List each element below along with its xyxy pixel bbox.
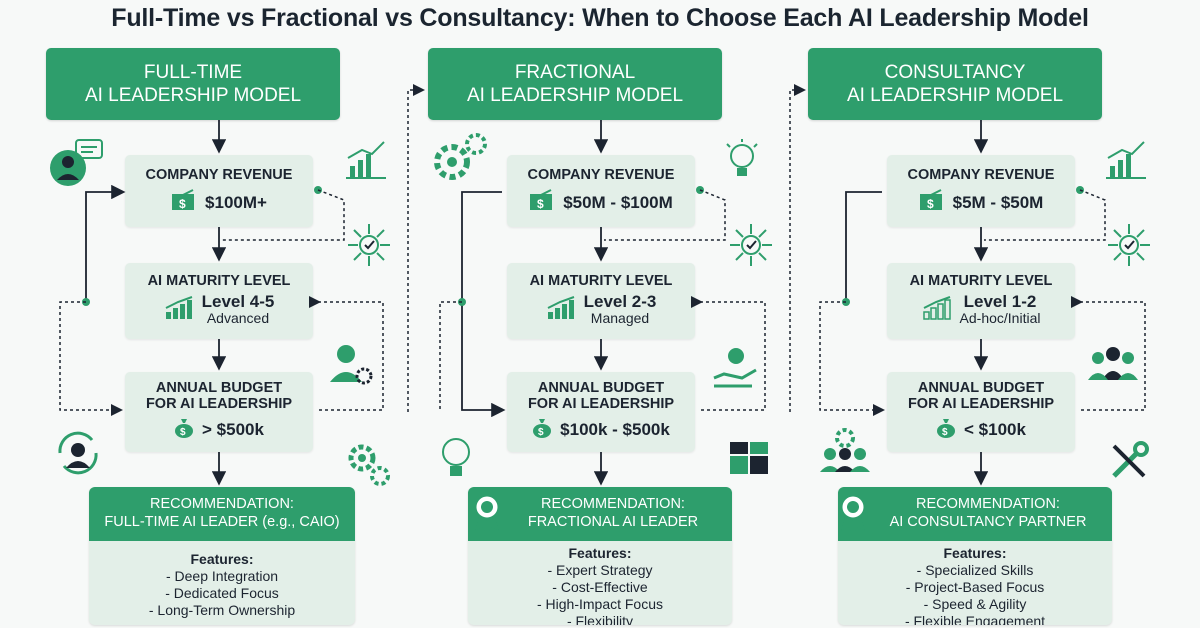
lightbulb-icon — [436, 432, 476, 487]
lightbulb-icon — [722, 138, 762, 187]
money-chart-icon: $ — [919, 189, 945, 216]
money-chart-icon: $ — [171, 189, 197, 216]
recommendation-title: FRACTIONAL AI LEADER — [527, 514, 699, 530]
recommendation-card: RECOMMENDATION: AI CONSULTANCY PARTNER F… — [838, 487, 1112, 625]
svg-text:$: $ — [179, 197, 186, 211]
maturity-box: AI MATURITY LEVEL Level 2-3 Managed — [507, 263, 695, 339]
feature-item: - Long-Term Ownership — [148, 602, 296, 618]
award-ribbon-icon — [470, 493, 504, 538]
network-check-icon — [1106, 222, 1152, 273]
gears-icon — [344, 440, 394, 495]
team-icon — [1088, 344, 1138, 389]
award-ribbon-icon — [836, 493, 870, 538]
maturity-level: Level 2-3 — [583, 292, 657, 311]
column-consultancy: CONSULTANCY AI LEADERSHIP MODEL COMPANY … — [808, 0, 1188, 628]
revenue-value: $100M+ — [205, 192, 267, 212]
feature-item: - Dedicated Focus — [165, 585, 279, 601]
maturity-desc: Managed — [590, 310, 650, 326]
revenue-box: COMPANY REVENUE $ $50M - $100M — [507, 155, 695, 227]
recommendation-card: RECOMMENDATION: FRACTIONAL AI LEADER Fea… — [468, 487, 732, 625]
svg-text:$: $ — [537, 197, 544, 211]
svg-text:$: $ — [538, 427, 544, 438]
gears-icon — [430, 130, 490, 191]
recommendation-title: AI CONSULTANCY PARTNER — [889, 514, 1087, 530]
money-bag-icon: $ — [174, 416, 194, 443]
budget-value: > $500k — [202, 419, 264, 439]
growth-chart-icon — [344, 138, 388, 187]
person-gear-icon — [326, 342, 376, 393]
feature-item: - Cost-Effective — [552, 579, 648, 595]
hand-person-icon — [712, 344, 758, 395]
header-fractional: FRACTIONAL AI LEADERSHIP MODEL — [428, 48, 722, 120]
user-sync-icon — [52, 428, 104, 483]
tools-icon — [1108, 440, 1150, 487]
budget-value: < $100k — [964, 419, 1026, 439]
feature-item: - High-Impact Focus — [536, 596, 664, 612]
connectors-fractional — [439, 120, 766, 486]
bar-chart-icon — [546, 295, 576, 325]
feature-item: - Flexible Engagement — [904, 613, 1046, 625]
user-chat-icon — [48, 138, 106, 195]
feature-item: - Speed & Agility — [923, 596, 1027, 612]
revenue-value: $5M - $50M — [952, 192, 1044, 212]
network-check-icon — [728, 222, 774, 273]
bar-chart-icon — [164, 295, 194, 325]
header-full-time: FULL-TIME AI LEADERSHIP MODEL — [46, 48, 340, 120]
maturity-level: Level 1-2 — [963, 292, 1037, 311]
connectors-consultancy — [819, 120, 1146, 486]
svg-text:$: $ — [942, 427, 948, 438]
connectors-full-time — [59, 120, 384, 486]
column-full-time: FULL-TIME AI LEADERSHIP MODEL COMPANY RE… — [46, 0, 426, 628]
budget-value: $100k - $500k — [560, 419, 670, 439]
svg-text:$: $ — [927, 197, 934, 211]
maturity-box: AI MATURITY LEVEL Level 1-2 Ad-hoc/Initi… — [887, 263, 1075, 339]
feature-item: - Expert Strategy — [547, 562, 653, 578]
revenue-box: COMPANY REVENUE $ $5M - $50M — [887, 155, 1075, 227]
svg-text:$: $ — [180, 427, 186, 438]
puzzle-icon — [728, 440, 774, 489]
budget-box: ANNUAL BUDGET FOR AI LEADERSHIP $ < $100… — [887, 372, 1075, 452]
maturity-desc: Advanced — [206, 310, 270, 326]
money-bag-icon: $ — [532, 416, 552, 443]
revenue-box: COMPANY REVENUE $ $100M+ — [125, 155, 313, 227]
budget-box: ANNUAL BUDGET FOR AI LEADERSHIP $ $100k … — [507, 372, 695, 452]
budget-box: ANNUAL BUDGET FOR AI LEADERSHIP $ > $500… — [125, 372, 313, 452]
maturity-level: Level 4-5 — [201, 292, 275, 311]
revenue-value: $50M - $100M — [563, 192, 673, 212]
recommendation-card: RECOMMENDATION: FULL-TIME AI LEADER (e.g… — [89, 487, 355, 625]
header-consultancy: CONSULTANCY AI LEADERSHIP MODEL — [808, 48, 1102, 120]
feature-item: - Flexibility — [566, 613, 634, 625]
network-check-icon — [346, 222, 392, 273]
feature-item: - Deep Integration — [165, 568, 279, 584]
maturity-box: AI MATURITY LEVEL Level 4-5 Advanced — [125, 263, 313, 339]
money-bag-icon: $ — [936, 416, 956, 443]
column-fractional: FRACTIONAL AI LEADERSHIP MODEL COMPANY R… — [428, 0, 808, 628]
maturity-desc: Ad-hoc/Initial — [959, 310, 1041, 326]
money-chart-icon: $ — [529, 189, 555, 216]
feature-item: - Specialized Skills — [916, 562, 1034, 578]
growth-chart-icon — [1104, 138, 1148, 187]
team-gear-icon — [818, 428, 872, 479]
feature-item: - Project-Based Focus — [905, 579, 1045, 595]
bar-chart-icon — [922, 295, 952, 325]
page-title: Full-Time vs Fractional vs Consultancy: … — [111, 4, 1089, 32]
recommendation-title: FULL-TIME AI LEADER (e.g., CAIO) — [104, 514, 340, 530]
